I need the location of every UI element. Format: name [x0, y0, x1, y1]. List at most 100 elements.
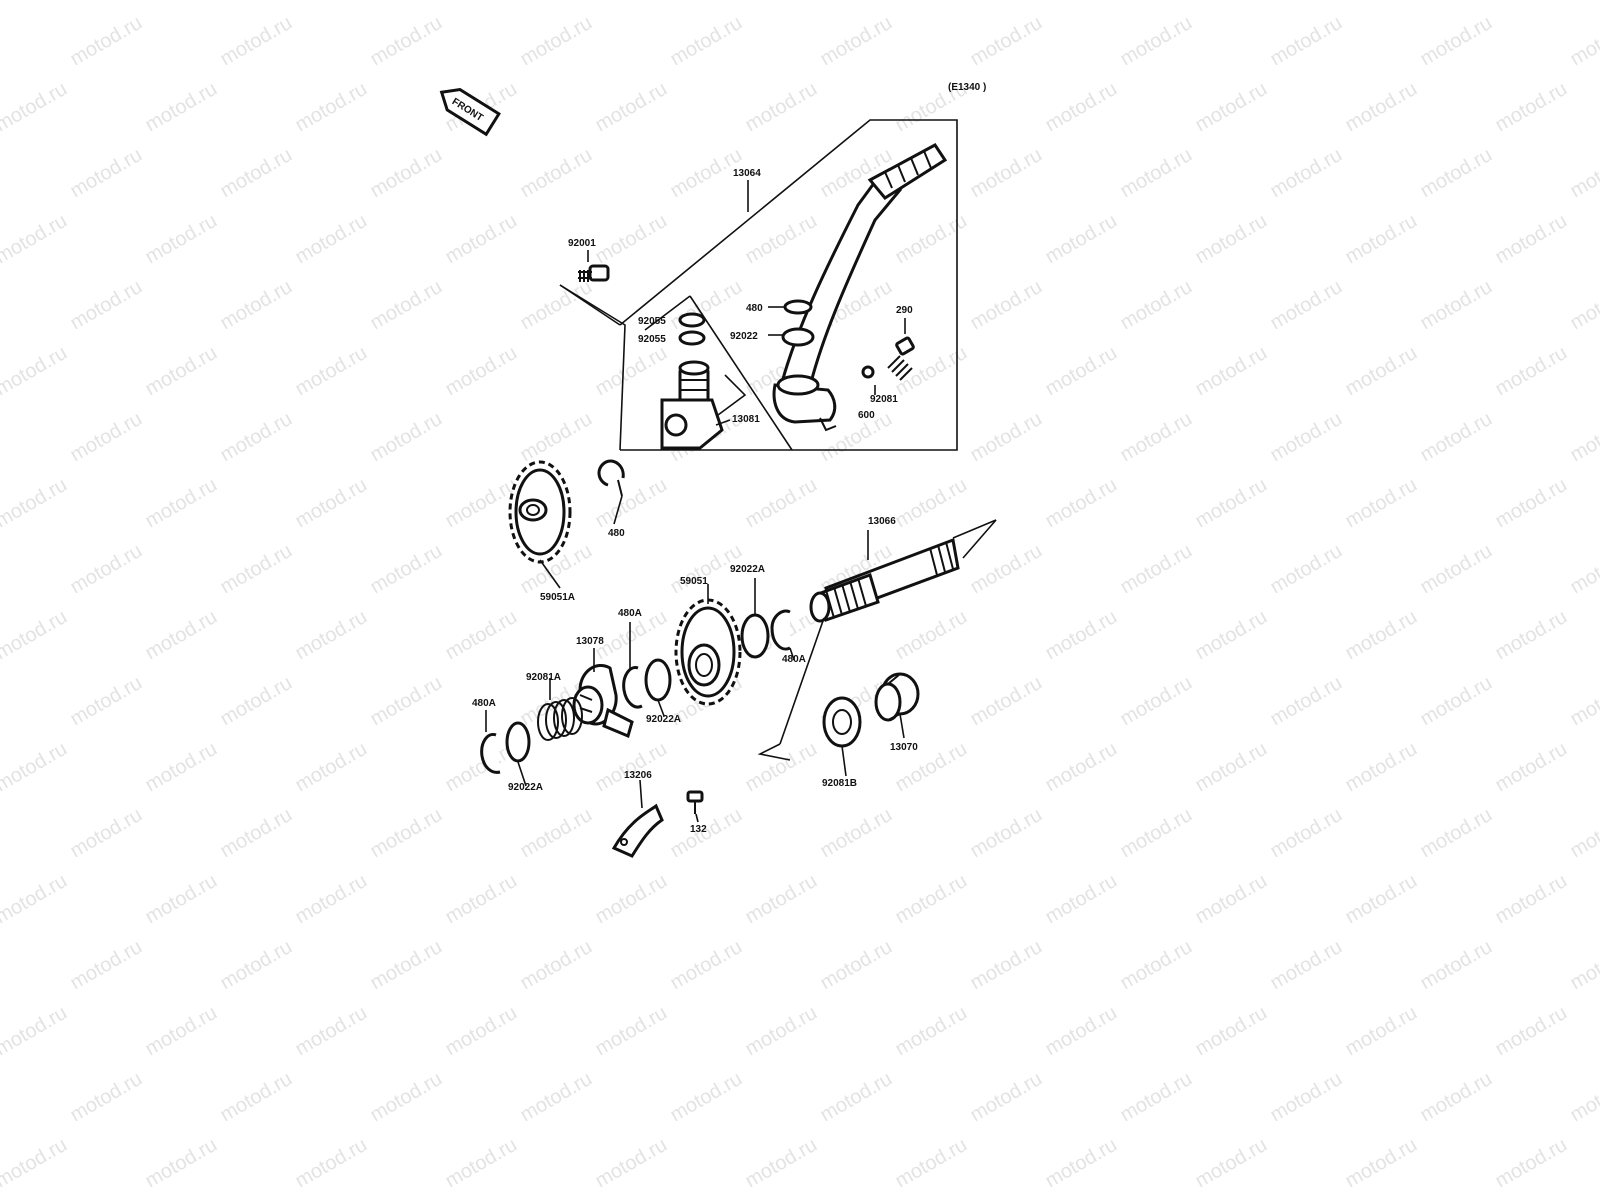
watermark-text: motod.ru — [1492, 210, 1571, 269]
watermark-text: motod.ru — [442, 606, 521, 665]
watermark-text: motod.ru — [0, 474, 71, 533]
watermark-text: motod.ru — [517, 12, 596, 71]
watermark-text: motod.ru — [1192, 606, 1271, 665]
watermark-text: motod.ru — [67, 408, 146, 467]
watermark-text: motod.ru — [1567, 936, 1600, 995]
watermark-text: motod.ru — [1042, 1134, 1121, 1193]
watermark-text: motod.ru — [742, 78, 821, 137]
watermark-text: motod.ru — [0, 342, 71, 401]
watermark-text: motod.ru — [1567, 672, 1600, 731]
watermark-text: motod.ru — [1042, 78, 1121, 137]
watermark-text: motod.ru — [967, 672, 1046, 731]
watermark-text: motod.ru — [817, 1068, 896, 1127]
watermark-text: motod.ru — [1042, 210, 1121, 269]
watermark-text: motod.ru — [142, 606, 221, 665]
washer-92022A-mid — [644, 658, 672, 702]
label-92081A: 92081A — [526, 672, 561, 683]
watermark-text: motod.ru — [517, 1068, 596, 1127]
watermark-text: motod.ru — [0, 1002, 71, 1061]
circlip-480A-left — [480, 732, 501, 774]
watermark-text: motod.ru — [742, 870, 821, 929]
watermark-text: motod.ru — [142, 870, 221, 929]
part-labels: 13064 92001 92055 92055 13081 480 92022 … — [472, 168, 918, 835]
watermark-text: motod.ru — [1342, 738, 1421, 797]
watermark-text: motod.ru — [1192, 342, 1271, 401]
watermark-text: motod.ru — [1117, 408, 1196, 467]
watermark-text: motod.ru — [67, 1068, 146, 1127]
watermark-text: motod.ru — [1492, 474, 1571, 533]
watermark-text: motod.ru — [67, 936, 146, 995]
plug-290 — [895, 336, 915, 356]
circlip-480A-right — [770, 609, 791, 651]
watermark-text: motod.ru — [1342, 0, 1421, 4]
watermark-text: motod.ru — [367, 408, 446, 467]
watermark-text: motod.ru — [667, 12, 746, 71]
watermark-text: motod.ru — [817, 804, 896, 863]
watermark-text: motod.ru — [1042, 606, 1121, 665]
watermark-text: motod.ru — [367, 672, 446, 731]
watermark-text: motod.ru — [1267, 936, 1346, 995]
watermark-text: motod.ru — [1267, 12, 1346, 71]
watermark-text: motod.ru — [142, 474, 221, 533]
watermark-text: motod.ru — [1567, 804, 1600, 863]
watermark-text: motod.ru — [892, 1002, 971, 1061]
watermark-text: motod.ru — [967, 408, 1046, 467]
label-92055-a: 92055 — [638, 316, 666, 327]
watermark-text: motod.ru — [1342, 342, 1421, 401]
watermark-text: motod.ru — [1567, 408, 1600, 467]
watermark-text: motod.ru — [1042, 870, 1121, 929]
label-480A-mid: 480A — [618, 608, 642, 619]
watermark-text: motod.ru — [1267, 408, 1346, 467]
watermark-text: motod.ru — [142, 210, 221, 269]
bolt-132 — [686, 790, 704, 814]
label-132: 132 — [690, 824, 707, 835]
watermark-text: motod.ru — [442, 870, 521, 929]
oring-92055-a — [678, 312, 706, 328]
watermark-text: motod.ru — [142, 738, 221, 797]
label-13070: 13070 — [890, 742, 918, 753]
watermark-text: motod.ru — [1492, 738, 1571, 797]
watermark-text: motod.ru — [1192, 1002, 1271, 1061]
label-290: 290 — [896, 305, 913, 316]
label-480-ring: 480 — [608, 528, 625, 539]
label-92055-b: 92055 — [638, 334, 666, 345]
label-92022A-left: 92022A — [508, 782, 543, 793]
watermark-text: motod.ru — [1042, 474, 1121, 533]
watermark-text: motod.ru — [742, 1134, 821, 1193]
watermark-text: motod.ru — [967, 540, 1046, 599]
watermark-text: motod.ru — [442, 0, 521, 4]
circlip-480 — [597, 459, 625, 487]
watermark-text: motod.ru — [1192, 738, 1271, 797]
diagram-code: (E1340 ) — [948, 82, 986, 93]
watermark-text: motod.ru — [292, 1002, 371, 1061]
bolt-92001 — [578, 264, 610, 282]
watermark-text: motod.ru — [892, 870, 971, 929]
watermark-text: motod.ru — [967, 1068, 1046, 1127]
watermark-text: motod.ru — [292, 738, 371, 797]
watermark-text: motod.ru — [1417, 936, 1496, 995]
watermark-text: motod.ru — [1267, 144, 1346, 203]
watermark-text: motod.ru — [1192, 1134, 1271, 1193]
label-13206: 13206 — [624, 770, 652, 781]
watermark-text: motod.ru — [367, 540, 446, 599]
spring-92081 — [887, 355, 913, 381]
watermark-text: motod.ru — [592, 1002, 671, 1061]
watermark-text: motod.ru — [142, 78, 221, 137]
watermark-text: motod.ru — [142, 0, 221, 4]
gear-59051 — [674, 598, 742, 706]
label-480A-left: 480A — [472, 698, 496, 709]
kick-pedal-assembly — [559, 119, 958, 451]
watermark-text: motod.ru — [967, 804, 1046, 863]
collar-13070 — [874, 672, 920, 722]
watermark-text: motod.ru — [1417, 804, 1496, 863]
watermark-text: motod.ru — [967, 276, 1046, 335]
watermark-text: motod.ru — [367, 12, 446, 71]
watermark-text: motod.ru — [217, 276, 296, 335]
watermark-text: motod.ru — [517, 276, 596, 335]
label-600: 600 — [858, 410, 875, 421]
watermark-text: motod.ru — [67, 12, 146, 71]
watermark-text: motod.ru — [1117, 1068, 1196, 1127]
watermark-text: motod.ru — [1492, 870, 1571, 929]
label-480-top: 480 — [746, 303, 763, 314]
